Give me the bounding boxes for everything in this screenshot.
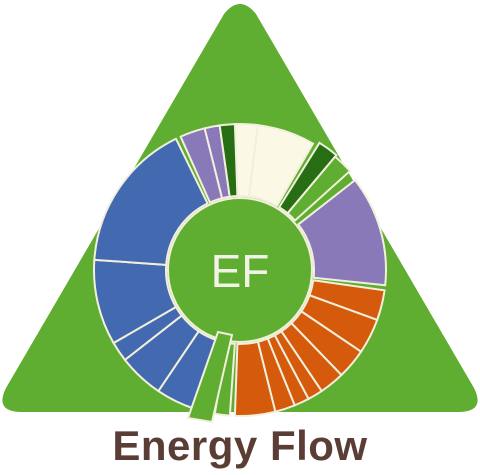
center-circle: [167, 197, 313, 343]
ring-segment-cream: [247, 123, 315, 208]
monogram-text: EF: [211, 245, 270, 297]
ring-segment-dark-green: [218, 123, 239, 198]
sunburst-ring: [93, 123, 387, 417]
wordmark: Energy Flow: [112, 422, 368, 469]
ring-segment-light-green: [286, 155, 352, 222]
dropped-wedge: [186, 330, 234, 424]
ring-segment-dark-green: [277, 141, 338, 215]
ring-segment-purple: [296, 178, 387, 287]
ring-segment-orange: [233, 340, 277, 417]
ring-segment-blue: [93, 137, 209, 266]
